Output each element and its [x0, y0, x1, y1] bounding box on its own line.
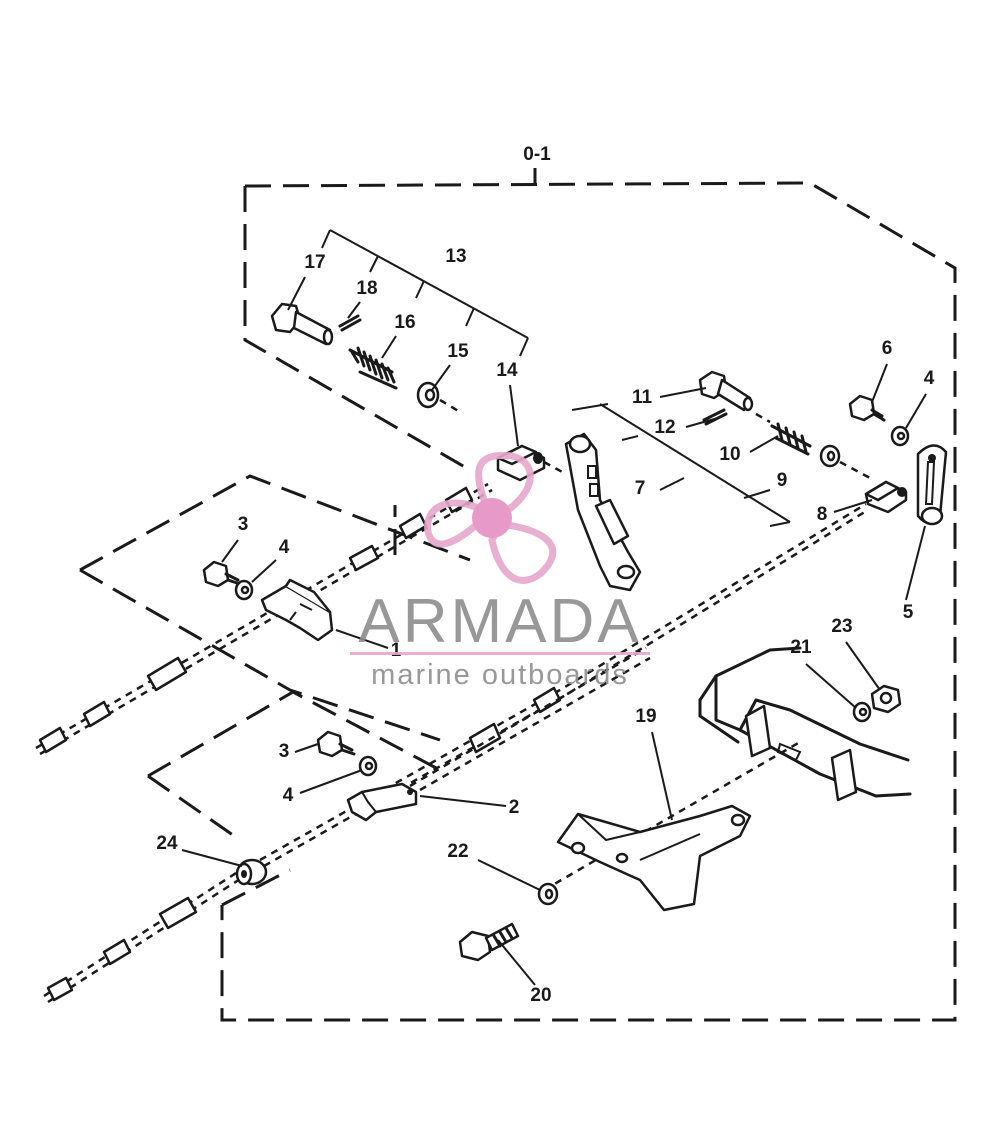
- leader-line-5: [905, 525, 926, 601]
- leader-line-17: [287, 276, 306, 311]
- cable-end-part-8: [864, 480, 908, 514]
- leader-line-3: [221, 539, 239, 563]
- leader-line-20: [497, 939, 536, 986]
- pivot-pin-part-11: [698, 370, 754, 412]
- leader-line-23: [845, 641, 881, 691]
- nut-part-23: [870, 684, 902, 714]
- mounting-bracket-part-19: [556, 804, 752, 912]
- callout-2: 2: [509, 797, 520, 818]
- washer-part-4-left: [234, 579, 254, 601]
- link-part-5: [916, 444, 948, 526]
- leader-line-12: [685, 417, 719, 428]
- upper-cable-group-boundary: [79, 474, 471, 742]
- callout-1: 1: [391, 640, 402, 661]
- callout-11: 11: [632, 387, 653, 408]
- callout-12: 12: [654, 417, 675, 438]
- leader-line-15: [431, 364, 451, 391]
- clevis-pin-part-17: [270, 302, 334, 346]
- callout-22: 22: [447, 841, 468, 862]
- washer-part-9: [819, 444, 871, 480]
- bracket-part-1: [260, 578, 334, 642]
- washer-part-22: [537, 882, 559, 906]
- leader-line-4: [299, 769, 363, 794]
- leader-line-11: [659, 387, 707, 398]
- engine-tube-frame: [698, 646, 912, 802]
- washer-part-4-upper: [890, 425, 910, 447]
- callout-4: 4: [279, 537, 290, 558]
- group-bracket-13: [321, 229, 529, 357]
- callout-leader-lines: [181, 276, 927, 986]
- logo-blade-shape: [488, 520, 557, 584]
- callout-21: 21: [790, 637, 812, 658]
- leader-line-8: [833, 499, 873, 513]
- callout-8: 8: [817, 504, 828, 525]
- callout-9: 9: [777, 470, 788, 491]
- shift-cable-lower: [43, 502, 869, 1004]
- leader-line-3: [294, 743, 319, 753]
- bracket-part-2: [346, 782, 418, 822]
- logo-blade-shape: [424, 499, 489, 548]
- screw-part-3-upper: [202, 560, 242, 588]
- washer-part-4-lower: [358, 755, 378, 777]
- leader-line-1: [335, 629, 389, 649]
- watermark-brand: ARMADA: [358, 587, 641, 656]
- callout-3: 3: [238, 514, 249, 535]
- grommet-part-24: [235, 858, 268, 886]
- watermark-tagline: marine outboards: [371, 659, 629, 691]
- logo-underline: [350, 652, 650, 655]
- callout-15: 15: [447, 341, 469, 362]
- callout-20: 20: [530, 985, 551, 1006]
- leader-line-24: [181, 849, 243, 867]
- spring-part-10: [755, 412, 812, 456]
- bolt-part-20: [458, 922, 520, 962]
- assembly-label: 0-1: [523, 144, 551, 165]
- leader-line-22: [477, 859, 541, 891]
- callout-17: 17: [304, 252, 325, 273]
- leader-line-18: [347, 301, 361, 319]
- assembly-boundary: [220, 168, 957, 1022]
- callout-23: 23: [831, 616, 852, 637]
- leader-line-2: [419, 795, 507, 807]
- callout-10: 10: [719, 444, 740, 465]
- lower-cable-group-boundary: [147, 690, 441, 842]
- screw-part-3-lower: [316, 730, 356, 758]
- screw-part-6: [848, 394, 886, 422]
- leader-line-14: [509, 384, 519, 447]
- leader-line-10: [749, 435, 779, 453]
- leader-line-4: [905, 393, 927, 429]
- callout-19: 19: [635, 706, 656, 727]
- armada-logo: ARMADA marine outboards: [350, 451, 650, 691]
- leader-line-6: [871, 363, 888, 403]
- spring-part-16: [348, 346, 398, 390]
- callout-3: 3: [279, 741, 290, 762]
- callout-14: 14: [496, 360, 518, 381]
- leader-line-21: [805, 663, 857, 709]
- callout-5: 5: [903, 602, 914, 623]
- washer-part-21: [852, 701, 872, 723]
- leader-line-19: [651, 731, 673, 821]
- throttle-cable-upper: [35, 482, 493, 756]
- callout-18: 18: [356, 278, 377, 299]
- group-bracket-7: [571, 403, 791, 527]
- lever-part-7: [564, 432, 642, 592]
- callout-4: 4: [283, 785, 294, 806]
- leader-line-4: [251, 559, 277, 583]
- callout-4: 4: [924, 368, 935, 389]
- callout-6: 6: [882, 338, 893, 359]
- leader-line-16: [381, 335, 397, 359]
- callout-7: 7: [635, 478, 646, 499]
- callout-24: 24: [156, 833, 178, 854]
- logo-blade-shape: [475, 451, 534, 526]
- washer-part-15: [416, 381, 461, 414]
- cotter-pin-part-18: [338, 314, 362, 332]
- callout-16: 16: [394, 312, 415, 333]
- logo-hub-shape: [472, 498, 512, 538]
- callout-13: 13: [445, 246, 466, 267]
